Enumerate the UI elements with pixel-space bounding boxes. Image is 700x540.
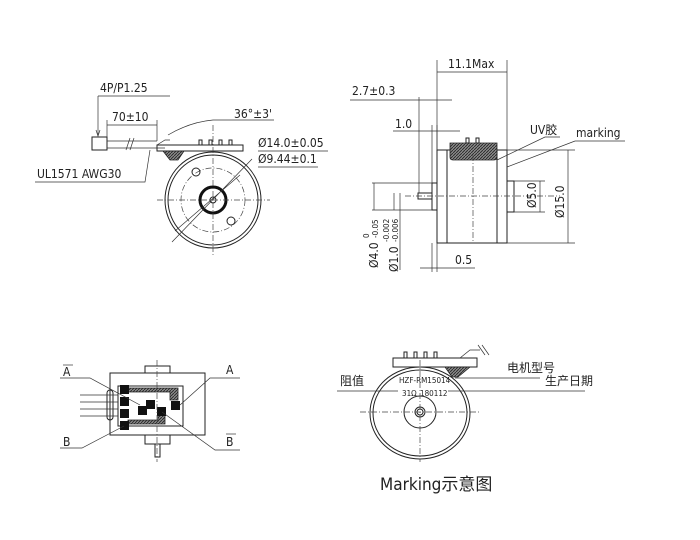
flange-offset-dim: 0.5 <box>455 253 472 267</box>
shaft-length-dim: 2.7±0.3 <box>352 84 395 98</box>
wire-spec: UL1571 AWG30 <box>37 167 121 181</box>
hub-tol-upper: 0 <box>362 233 371 238</box>
resistance-label: 阻值 <box>340 373 364 388</box>
caption: Marking示意图 <box>380 475 492 495</box>
overall-length-dim: 11.1Max <box>448 57 495 71</box>
hub-tol-lower: -0.05 <box>371 219 380 238</box>
date-text: 180112 <box>420 389 447 398</box>
outer-diameter-dim: Ø14.0±0.05 <box>258 136 324 150</box>
uv-glue-label: UV胶 <box>530 122 557 137</box>
marking-label: marking <box>576 126 621 140</box>
front-view: 4P/P1.25 70±10 UL1571 AWG30 36°±3' Ø14.0… <box>35 81 328 255</box>
connector <box>91 136 108 151</box>
shaft-diameter-dim: Ø1.0 <box>387 246 401 272</box>
hub-diameter-dim: Ø4.0 <box>367 242 381 268</box>
model-text: HZF-RM15014 <box>399 376 451 385</box>
pcb-pins <box>198 139 233 146</box>
label-b: B <box>63 435 70 449</box>
boss-diameter-dim: Ø5.0 <box>525 182 539 208</box>
mounting-hole <box>191 167 201 177</box>
pitch-diameter-dim: Ø9.44±0.1 <box>258 152 317 166</box>
hub-length-dim: 1.0 <box>395 117 412 131</box>
label-b-bar: B <box>226 435 233 449</box>
model-label: 电机型号 <box>507 361 555 375</box>
label-a: A <box>226 363 234 377</box>
resistance-text: 31Ω <box>402 389 417 398</box>
date-label: 生产日期 <box>545 374 593 388</box>
rear-boss <box>506 180 515 213</box>
connector-label: 4P/P1.25 <box>100 81 148 95</box>
uv-glue <box>449 142 498 161</box>
marking-view: HZF-RM15014 31Ω 180112 阻值 电机型号 生产日期 Mark… <box>337 344 593 495</box>
shaft-tol-lower: -0.006 <box>391 218 400 242</box>
wiring-view: A A B B <box>60 360 240 462</box>
shaft-tol-upper: -0.002 <box>382 219 391 242</box>
pcb-pads <box>120 385 180 430</box>
mounting-hole <box>226 216 236 226</box>
front-hub <box>431 182 438 211</box>
angle-dim: 36°±3' <box>234 107 272 121</box>
pcb <box>156 144 244 152</box>
side-view: 11.1Max 2.7±0.3 1.0 UV胶 marking Ø15.0 Ø5… <box>350 57 625 272</box>
glue <box>162 150 185 161</box>
pcb <box>392 357 478 368</box>
wire <box>107 140 165 149</box>
shaft <box>154 443 161 458</box>
wire-length-dim: 70±10 <box>112 110 149 124</box>
body-diameter-dim: Ø15.0 <box>553 185 567 218</box>
label-a-bar: A <box>63 365 71 379</box>
